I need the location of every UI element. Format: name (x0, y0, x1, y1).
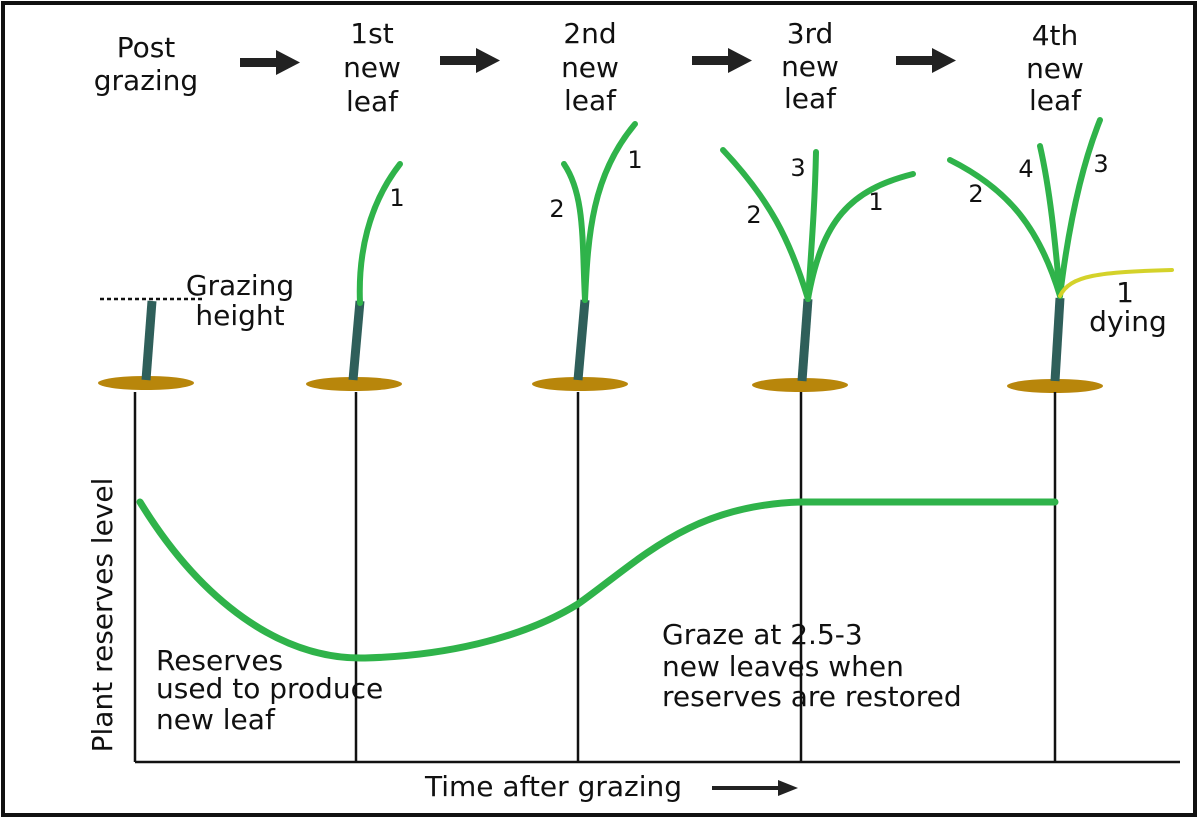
svg-text:new leaves when: new leaves when (662, 650, 904, 683)
arrow-right-icon (440, 48, 500, 73)
grazing-height-label: Grazing height (186, 269, 294, 332)
arrow-right-icon (240, 50, 300, 75)
leaf-1 (805, 171, 916, 302)
leaf-number: 3 (790, 154, 805, 182)
stem (1050, 297, 1065, 382)
plant-3rd-leaf: 3 2 1 (720, 147, 916, 392)
stage-label-line: leaf (1029, 84, 1082, 117)
stage-label-line: new (561, 51, 619, 84)
y-axis-label: Plant reserves level (86, 478, 119, 753)
svg-text:dying: dying (1089, 305, 1167, 338)
svg-text:Graze at 2.5-3: Graze at 2.5-3 (662, 618, 863, 651)
time-arrow-icon (712, 780, 798, 796)
svg-text:used to produce: used to produce (156, 672, 383, 705)
svg-text:Grazing: Grazing (186, 269, 294, 302)
stem (797, 298, 813, 382)
plant-post-grazing (98, 297, 205, 390)
stage-label-line: new (343, 51, 401, 84)
svg-text:new leaf: new leaf (156, 703, 276, 736)
stage-header-4th-leaf: 4th new leaf (1026, 19, 1084, 117)
leaf-2 (720, 147, 811, 302)
stem (348, 300, 365, 381)
leaf-1 (582, 121, 638, 303)
reserves-curve (136, 498, 1059, 662)
plant-1st-leaf: 1 (306, 161, 405, 391)
stage-label-line: leaf (564, 84, 617, 117)
svg-text:1: 1 (1116, 276, 1134, 309)
soil-patch (532, 377, 628, 391)
stage-header-3rd-leaf: 3rd new leaf (781, 17, 839, 115)
reserves-annotation: Reserves used to produce new leaf (156, 644, 383, 736)
stage-label-line: leaf (784, 82, 837, 115)
stage-header-post-grazing: Post grazing (94, 31, 198, 97)
leaf-number: 1 (627, 146, 642, 174)
leaf-number: 4 (1018, 155, 1033, 183)
soil-patch (98, 376, 194, 390)
stage-header-2nd-leaf: 2nd new leaf (561, 17, 619, 117)
leaf-number: 1 (868, 188, 883, 216)
stem (573, 299, 590, 381)
soil-patch (306, 377, 402, 391)
dying-label: 1 dying (1089, 276, 1167, 338)
stage-label-line: 2nd (563, 17, 616, 50)
svg-text:reserves are restored: reserves are restored (662, 680, 962, 713)
stage-label-line: Post (117, 31, 176, 64)
leaf-1 (356, 161, 403, 306)
header-arrows (240, 48, 956, 75)
stem (141, 300, 157, 381)
leaf-2 (561, 161, 588, 303)
stage-header-1st-leaf: 1st new leaf (343, 17, 401, 118)
stage-label-line: 4th (1032, 19, 1079, 52)
plant-4th-leaf: 2 4 3 (947, 117, 1174, 393)
leaf-4 (1037, 143, 1063, 299)
leaf-3 (1057, 117, 1103, 299)
stage-label-line: 1st (350, 17, 393, 50)
soil-patch (1007, 379, 1103, 393)
stage-label-line: new (781, 50, 839, 83)
leaf-1-dying (1058, 268, 1174, 298)
leaf-number: 1 (389, 184, 404, 212)
leaf-number: 3 (1093, 150, 1108, 178)
stage-label-line: grazing (94, 64, 198, 97)
arrow-right-icon (896, 48, 956, 73)
svg-text:Reserves: Reserves (156, 644, 283, 677)
leaf-number: 2 (549, 195, 564, 223)
graze-annotation: Graze at 2.5-3 new leaves when reserves … (662, 618, 962, 713)
soil-patch (752, 378, 848, 392)
stage-label-line: new (1026, 52, 1084, 85)
stage-lines (133, 392, 1057, 762)
stage-label-line: 3rd (787, 17, 834, 50)
leaf-number: 2 (746, 201, 761, 229)
arrow-right-icon (692, 48, 752, 73)
leaf-number: 2 (968, 180, 983, 208)
leaf-2 (947, 157, 1063, 299)
x-axis-label: Time after grazing (424, 770, 682, 803)
svg-text:height: height (195, 299, 284, 332)
stage-label-line: leaf (346, 85, 399, 118)
plant-2nd-leaf: 2 1 (532, 121, 643, 391)
